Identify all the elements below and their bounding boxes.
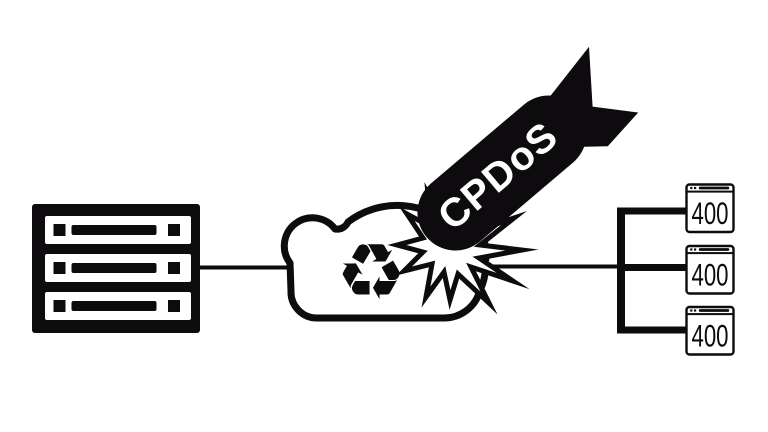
server-cloud-link	[198, 265, 308, 270]
window-frame	[685, 305, 735, 356]
client-link-branch-3	[617, 326, 688, 334]
status-code-text: 400	[692, 318, 729, 354]
titlebar-bar	[698, 248, 730, 251]
server-rack-icon	[32, 204, 200, 333]
status-code-text: 400	[692, 257, 729, 293]
status-code-text: 400	[692, 195, 729, 231]
window-dot	[694, 186, 697, 190]
window-dot	[694, 248, 697, 251]
window-dot	[694, 309, 697, 312]
window-dot	[690, 248, 693, 251]
browser-window-icon: 400	[685, 305, 735, 356]
titlebar-bar	[698, 186, 730, 190]
recycle-icon: ♻	[336, 228, 406, 318]
titlebar-divider	[686, 313, 734, 316]
titlebar-bar	[698, 309, 730, 312]
server-slot	[45, 292, 191, 320]
window-frame	[685, 183, 735, 234]
titlebar-divider	[686, 190, 734, 193]
browser-window-icon: 400	[685, 183, 735, 234]
server-slot	[45, 216, 191, 244]
client-link-branch-2	[617, 264, 688, 271]
browser-window-icon: 400	[685, 244, 735, 295]
window-dot	[690, 186, 693, 190]
window-dot	[690, 309, 693, 312]
client-link-branch-1	[617, 207, 688, 215]
window-frame	[685, 244, 735, 295]
client-links	[617, 207, 688, 334]
server-slot	[45, 254, 191, 282]
titlebar-divider	[686, 252, 734, 255]
cpdos-bomb-icon: CPDoS	[417, 46, 639, 251]
cloud-clients-link	[483, 264, 623, 269]
bomb-body	[417, 95, 587, 251]
